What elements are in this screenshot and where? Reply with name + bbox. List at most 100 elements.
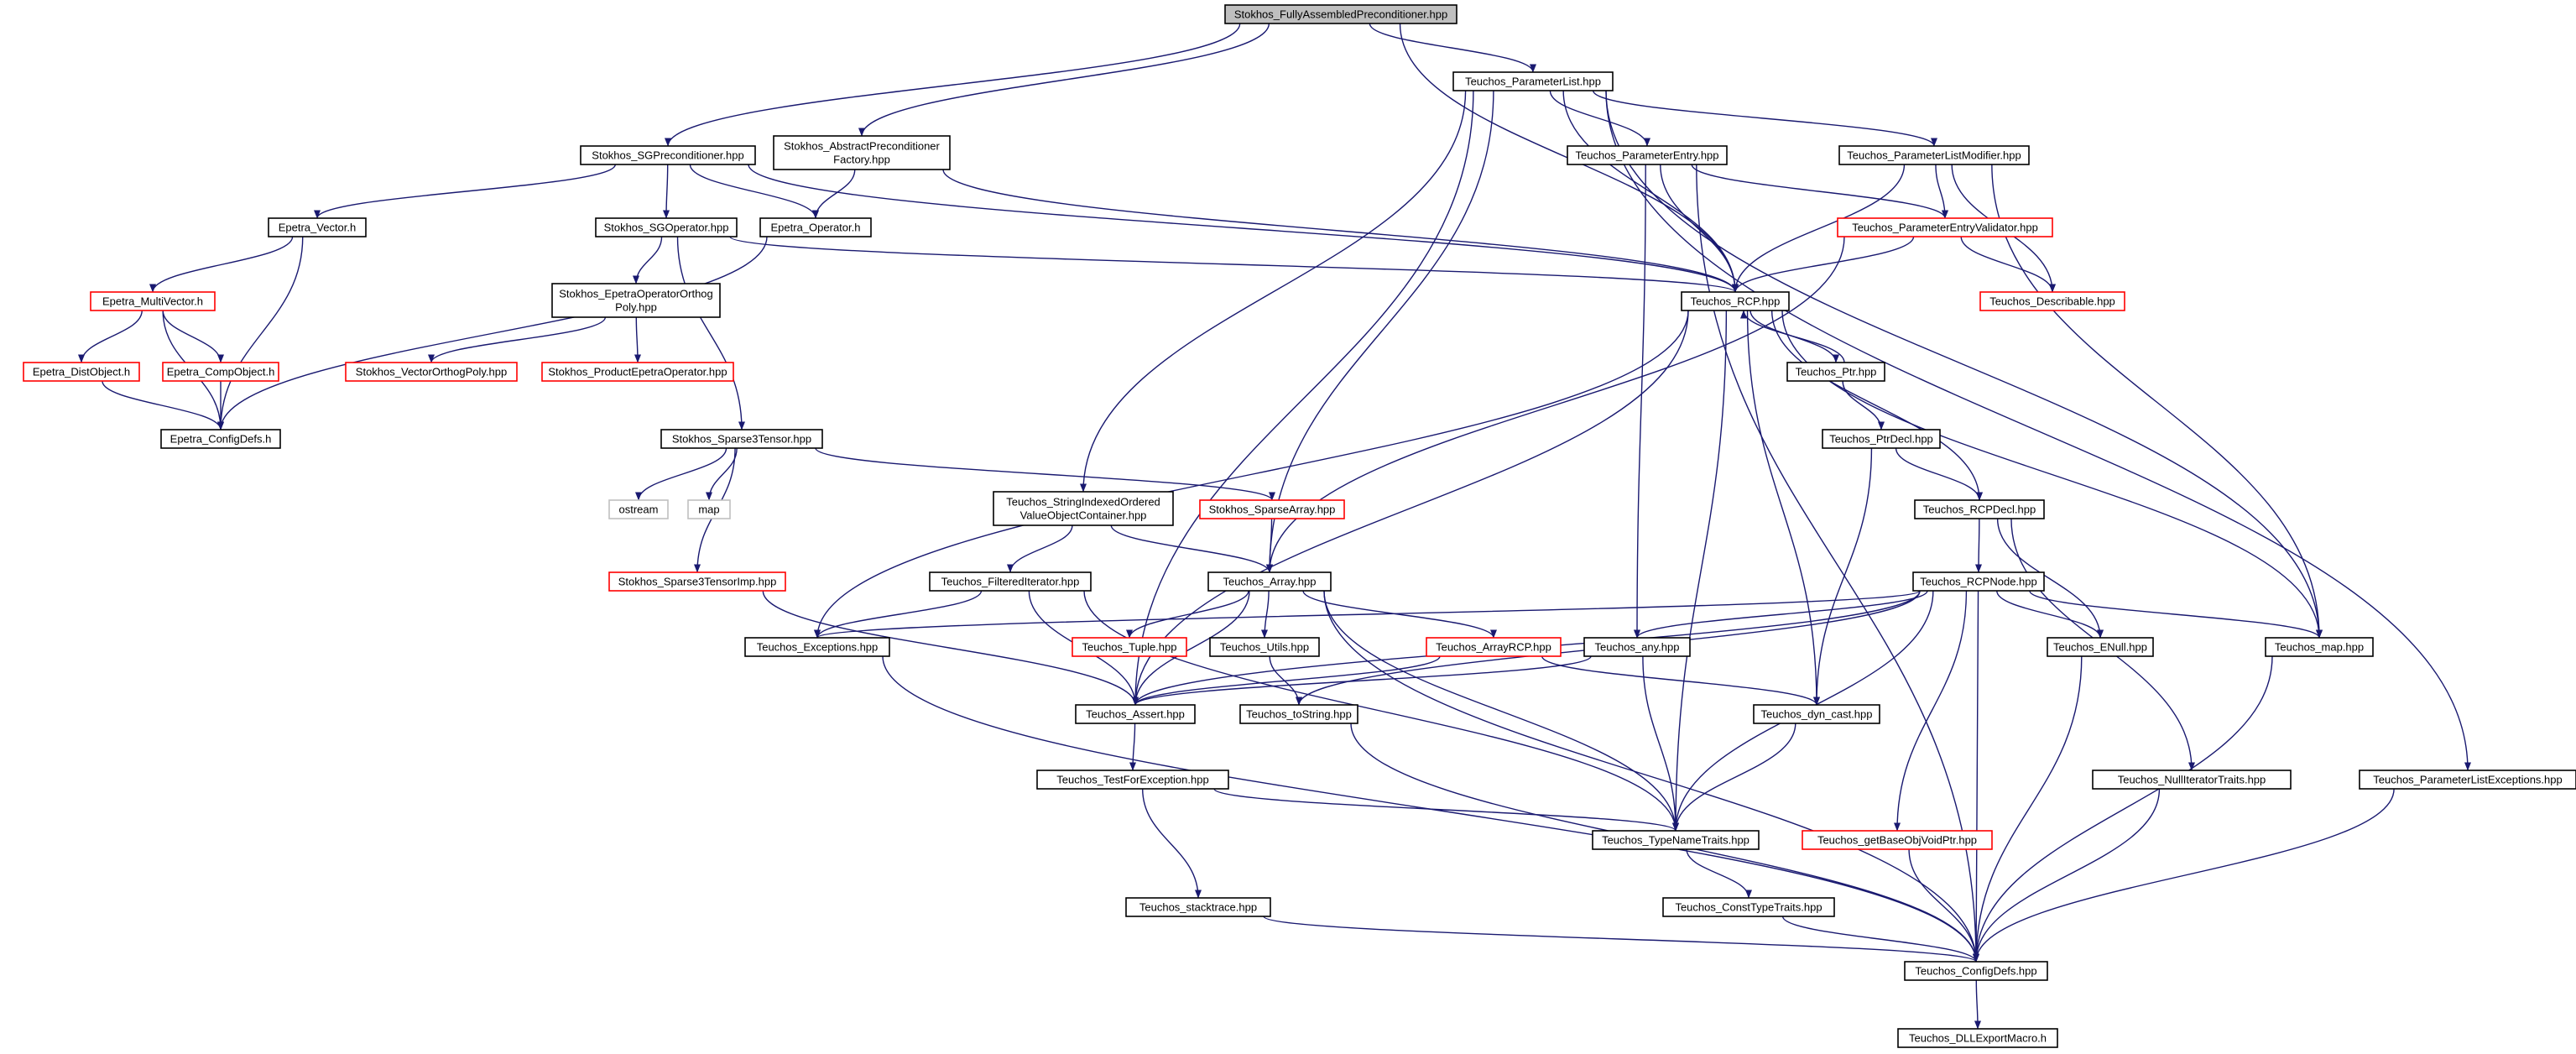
node-box xyxy=(1239,704,1358,724)
edge-root-to-stokhos-sgpreconditioner xyxy=(665,23,1241,147)
node-teuchos-arrayrcp[interactable]: Teuchos_ArrayRCP.hpp xyxy=(1426,637,1562,657)
edge-epetra-multivector-to-epetra-compobject xyxy=(162,310,224,363)
node-teuchos-exceptions[interactable]: Teuchos_Exceptions.hpp xyxy=(744,637,890,657)
node-stokhos-sparsearray[interactable]: Stokhos_SparseArray.hpp xyxy=(1199,499,1345,519)
node-box xyxy=(1802,830,1993,850)
node-teuchos-ptrdecl[interactable]: Teuchos_PtrDecl.hpp xyxy=(1822,429,1941,449)
node-label: Teuchos_ConstTypeTraits.hpp xyxy=(1675,901,1822,914)
node-teuchos-dyn-cast[interactable]: Teuchos_dyn_cast.hpp xyxy=(1753,704,1880,724)
node-box xyxy=(1681,291,1790,311)
node-teuchos-rcp[interactable]: Teuchos_RCP.hpp xyxy=(1681,291,1790,311)
edge-stokhos-sgpreconditioner-to-epetra-operator xyxy=(689,164,819,219)
node-box xyxy=(1979,291,2125,311)
edge-teuchos-consttypetraits-to-teuchos-configdefs xyxy=(1781,916,1979,963)
node-teuchos-enull[interactable]: Teuchos_ENull.hpp xyxy=(2047,637,2154,657)
node-teuchos-filterediterator[interactable]: Teuchos_FilteredIterator.hpp xyxy=(929,571,1092,592)
edge-teuchos-parameterlist-to-teuchos-parameterlistmodifier xyxy=(1593,90,1937,147)
node-teuchos-describable[interactable]: Teuchos_Describable.hpp xyxy=(1979,291,2125,311)
node-label: Stokhos_Sparse3Tensor.hpp xyxy=(672,433,811,446)
edge-stokhos-sgoperator-to-teuchos-rcp xyxy=(729,236,1739,293)
node-epetra-vector[interactable]: Epetra_Vector.h xyxy=(268,217,367,237)
node-label: Teuchos_ConfigDefs.hpp xyxy=(1915,965,2036,978)
node-box xyxy=(1207,571,1332,592)
node-epetra-configdefs[interactable]: Epetra_ConfigDefs.h xyxy=(160,429,281,449)
node-teuchos-map[interactable]: Teuchos_map.hpp xyxy=(2265,637,2374,657)
node-teuchos-testforexception[interactable]: Teuchos_TestForException.hpp xyxy=(1036,770,1229,790)
node-box xyxy=(2092,770,2292,790)
node-box xyxy=(23,362,140,382)
node-teuchos-typenametraits[interactable]: Teuchos_TypeNameTraits.hpp xyxy=(1592,830,1760,850)
node-epetra-multivector[interactable]: Epetra_MultiVector.h xyxy=(90,291,216,311)
node-label: Teuchos_DLLExportMacro.h xyxy=(1909,1032,2047,1045)
node-box xyxy=(1075,704,1196,724)
edge-teuchos-nulliteratortraits-to-teuchos-configdefs xyxy=(1973,788,2161,963)
node-teuchos-parameterentryvalidator[interactable]: Teuchos_ParameterEntryValidator.hpp xyxy=(1837,217,2053,237)
node-teuchos-parameterlistexceptions[interactable]: Teuchos_ParameterListExceptions.hpp xyxy=(2359,770,2576,790)
node-stokhos-sgpreconditioner[interactable]: Stokhos_SGPreconditioner.hpp xyxy=(580,145,756,165)
node-epetra-distobject[interactable]: Epetra_DistObject.h xyxy=(23,362,140,382)
node-teuchos-any[interactable]: Teuchos_any.hpp xyxy=(1583,637,1691,657)
edge-teuchos-array-to-teuchos-tuple xyxy=(1126,590,1249,639)
node-stokhos-sparse3tensor[interactable]: Stokhos_Sparse3Tensor.hpp xyxy=(660,429,823,449)
node-label: Teuchos_ParameterEntryValidator.hpp xyxy=(1852,222,2038,234)
edge-stokhos-sgpreconditioner-to-epetra-vector xyxy=(314,164,616,219)
node-teuchos-nulliteratortraits[interactable]: Teuchos_NullIteratorTraits.hpp xyxy=(2092,770,2292,790)
node-label: Teuchos_ParameterList.hpp xyxy=(1465,76,1601,88)
node-label: Teuchos_Assert.hpp xyxy=(1086,708,1185,721)
edge-teuchos-parameterentry-to-teuchos-parameterentryvalidator xyxy=(1691,164,1948,219)
edge-teuchos-parameterlist-to-teuchos-asserth xyxy=(1132,90,1474,706)
node-teuchos-utils[interactable]: Teuchos_Utils.hpp xyxy=(1209,637,1320,657)
edge-teuchos-rcpdecl-to-teuchos-enull xyxy=(1996,518,2104,639)
node-box xyxy=(1897,1028,2058,1048)
node-epetra-operator[interactable]: Epetra_Operator.h xyxy=(759,217,872,237)
node-teuchos-asserth[interactable]: Teuchos_Assert.hpp xyxy=(1075,704,1196,724)
edge-stokhos-abstractpreconditionerfactory-to-teuchos-rcp xyxy=(942,169,1739,293)
node-teuchos-stringindexedorderedvalueobjectcontainer[interactable]: Teuchos_StringIndexedOrderedValueObjectC… xyxy=(993,491,1174,526)
node-stokhos-abstractpreconditionerfactory[interactable]: Stokhos_AbstractPreconditionerFactory.hp… xyxy=(773,135,951,170)
node-label: Stokhos_AbstractPreconditioner xyxy=(784,140,940,153)
node-teuchos-tuple[interactable]: Teuchos_Tuple.hpp xyxy=(1072,637,1187,657)
node-stokhos-sparse3tensorimp[interactable]: Stokhos_Sparse3TensorImp.hpp xyxy=(608,571,786,592)
node-label: ValueObjectContainer.hpp xyxy=(1020,509,1147,522)
node-box xyxy=(1753,704,1880,724)
node-stokhos-productepetraoperator[interactable]: Stokhos_ProductEpetraOperator.hpp xyxy=(541,362,734,382)
node-label: Teuchos_RCPDecl.hpp xyxy=(1923,504,2036,516)
node-box xyxy=(1036,770,1229,790)
node-teuchos-consttypetraits[interactable]: Teuchos_ConstTypeTraits.hpp xyxy=(1662,897,1835,917)
node-teuchos-rcpdecl[interactable]: Teuchos_RCPDecl.hpp xyxy=(1914,499,2045,519)
node-box xyxy=(268,217,367,237)
node-label: ostream xyxy=(619,504,659,516)
node-label: Stokhos_Sparse3TensorImp.hpp xyxy=(618,576,777,588)
node-stokhos-sgoperator[interactable]: Stokhos_SGOperator.hpp xyxy=(595,217,738,237)
edge-teuchos-rcp-to-teuchos-exceptions xyxy=(814,310,1689,639)
edge-stokhos-sgpreconditioner-to-stokhos-sgoperator xyxy=(663,164,670,219)
edge-teuchos-rcpnode-to-teuchos-exceptions xyxy=(814,590,1921,639)
node-teuchos-configdefs[interactable]: Teuchos_ConfigDefs.hpp xyxy=(1904,961,2048,981)
node-root[interactable]: Stokhos_FullyAssembledPreconditioner.hpp xyxy=(1224,4,1457,24)
node-teuchos-stacktrace[interactable]: Teuchos_stacktrace.hpp xyxy=(1125,897,1271,917)
edge-teuchos-parameterentry-to-teuchos-rcp xyxy=(1660,164,1739,293)
node-label: Stokhos_FullyAssembledPreconditioner.hpp xyxy=(1234,8,1447,21)
node-teuchos-parameterlist[interactable]: Teuchos_ParameterList.hpp xyxy=(1452,71,1614,91)
node-teuchos-dllexportmacro[interactable]: Teuchos_DLLExportMacro.h xyxy=(1897,1028,2058,1048)
node-box xyxy=(1786,362,1885,382)
node-box xyxy=(1452,71,1614,91)
node-box xyxy=(1125,897,1271,917)
edge-teuchos-rcpnode-to-teuchos-getbaseobjvoidptr xyxy=(1894,590,1968,832)
node-teuchos-rcpnode[interactable]: Teuchos_RCPNode.hpp xyxy=(1912,571,2045,592)
node-stokhos-vectororthogpoly[interactable]: Stokhos_VectorOrthogPoly.hpp xyxy=(345,362,518,382)
node-label: Teuchos_PtrDecl.hpp xyxy=(1829,433,1933,446)
edge-teuchos-rcp-to-teuchos-asserth xyxy=(1132,310,1689,706)
node-teuchos-tostring[interactable]: Teuchos_toString.hpp xyxy=(1239,704,1358,724)
node-teuchos-parameterlistmodifier[interactable]: Teuchos_ParameterListModifier.hpp xyxy=(1838,145,2030,165)
node-label: Teuchos_Ptr.hpp xyxy=(1796,366,1877,378)
edge-teuchos-rcp-to-teuchos-map xyxy=(1781,310,2323,639)
node-teuchos-parameterentry[interactable]: Teuchos_ParameterEntry.hpp xyxy=(1567,145,1728,165)
node-teuchos-ptr[interactable]: Teuchos_Ptr.hpp xyxy=(1786,362,1885,382)
node-teuchos-getbaseobjvoidptr[interactable]: Teuchos_getBaseObjVoidPtr.hpp xyxy=(1802,830,1993,850)
node-epetra-compobject[interactable]: Epetra_CompObject.h xyxy=(162,362,279,382)
edge-teuchos-asserth-to-teuchos-testforexception xyxy=(1129,723,1137,771)
node-teuchos-array[interactable]: Teuchos_Array.hpp xyxy=(1207,571,1332,592)
edge-root-to-stokhos-abstractpreconditionerfactory xyxy=(858,23,1270,137)
